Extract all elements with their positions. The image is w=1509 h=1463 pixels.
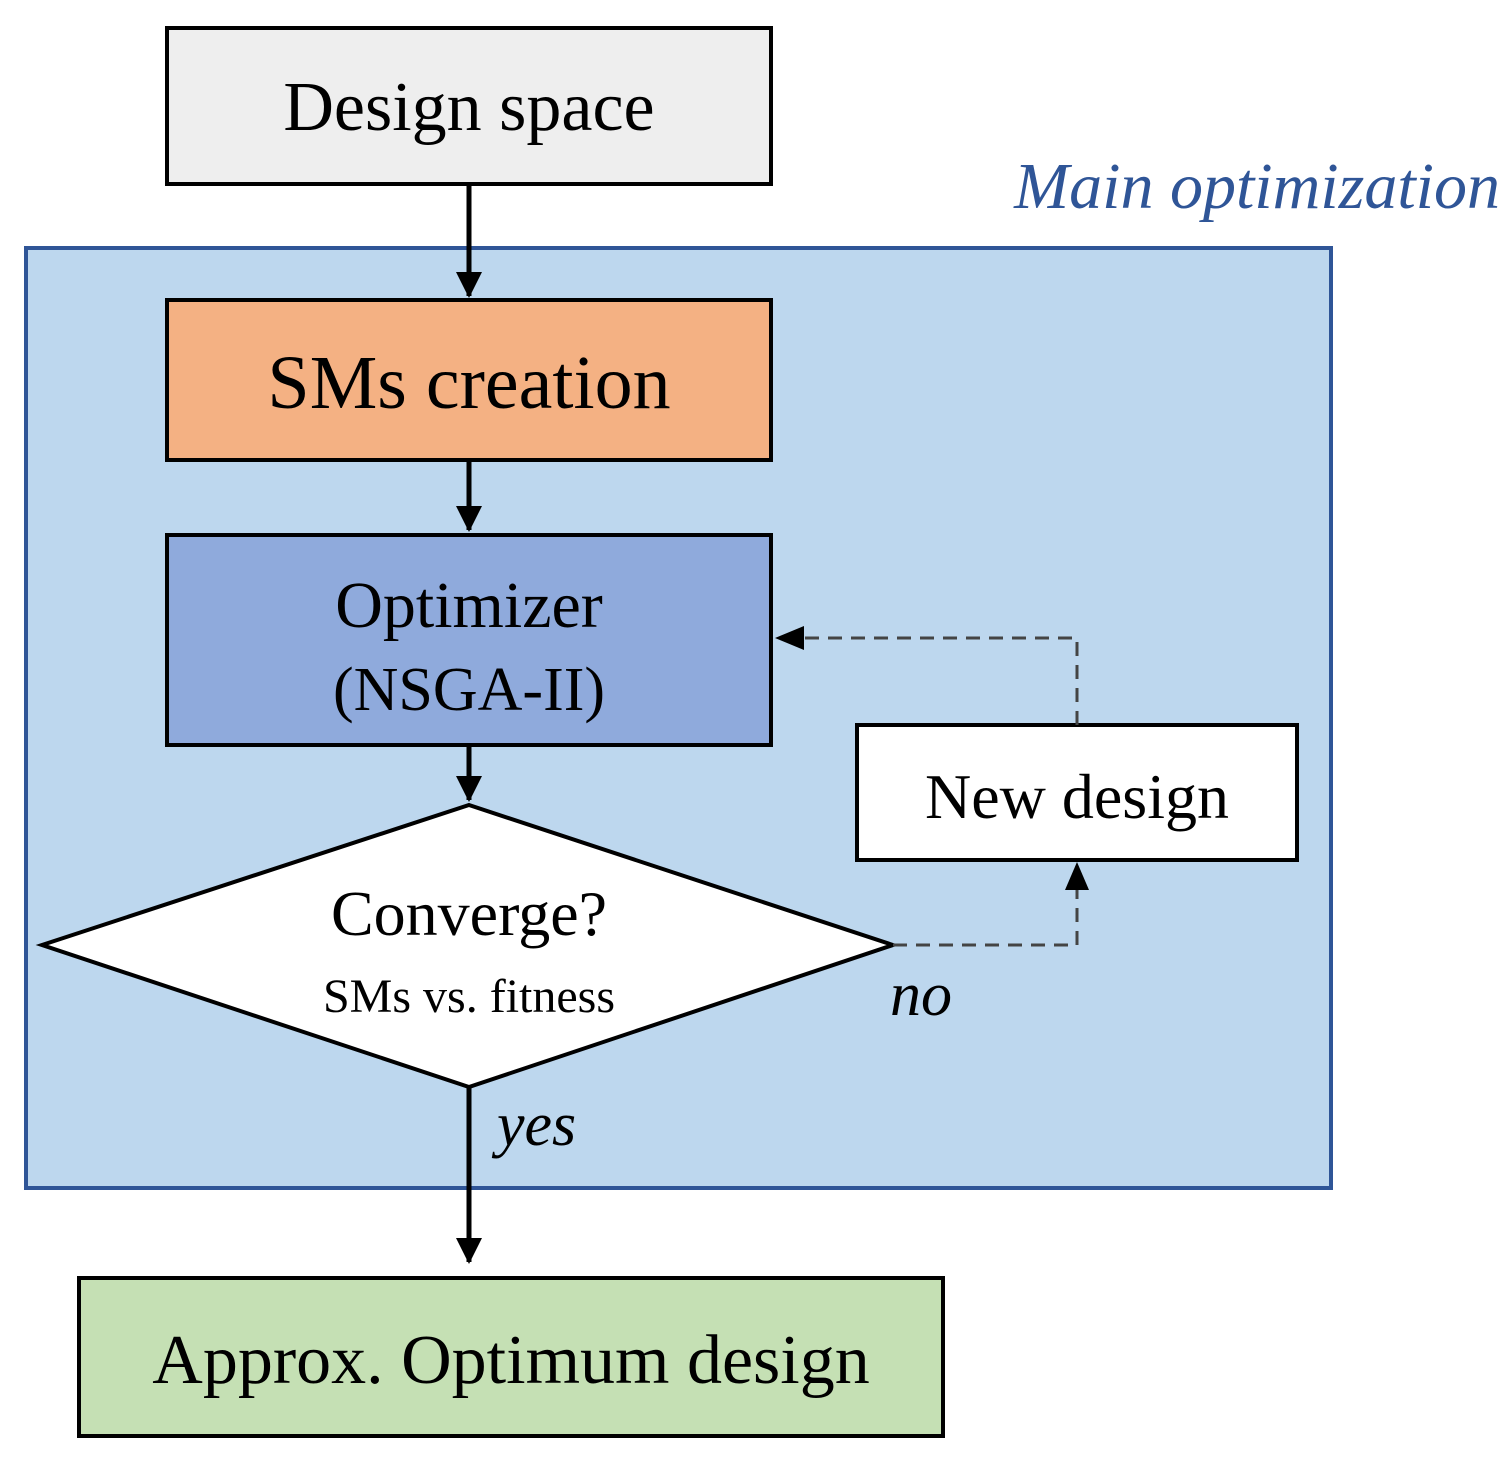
new-design-label: New design: [925, 761, 1229, 832]
optimizer-label: Optimizer: [335, 569, 603, 642]
design-space-label: Design space: [283, 69, 654, 146]
optimizer-algorithm-label: (NSGA-II): [333, 656, 605, 724]
arrow-new-design-to-optimizer: [800, 636, 1079, 725]
optimizer-box: [165, 533, 773, 747]
approx-optimum-design-box: [77, 1276, 945, 1438]
design-space-box: [165, 26, 773, 186]
arrowhead-new-design: [1065, 862, 1089, 890]
yes-label: yes: [491, 1091, 576, 1159]
approx-optimum-design-label: Approx. Optimum design: [152, 1322, 869, 1399]
arrowhead-optimizer: [775, 626, 804, 650]
arrow-no-to-new-design: [893, 866, 1079, 947]
main-optimization-label: Main optimization: [1013, 150, 1500, 223]
converge-criterion-label: SMs vs. fitness: [323, 970, 615, 1023]
converge-question-label: Converge?: [331, 878, 607, 949]
sms-creation-label: SMs creation: [267, 341, 670, 425]
no-label: no: [890, 961, 952, 1029]
